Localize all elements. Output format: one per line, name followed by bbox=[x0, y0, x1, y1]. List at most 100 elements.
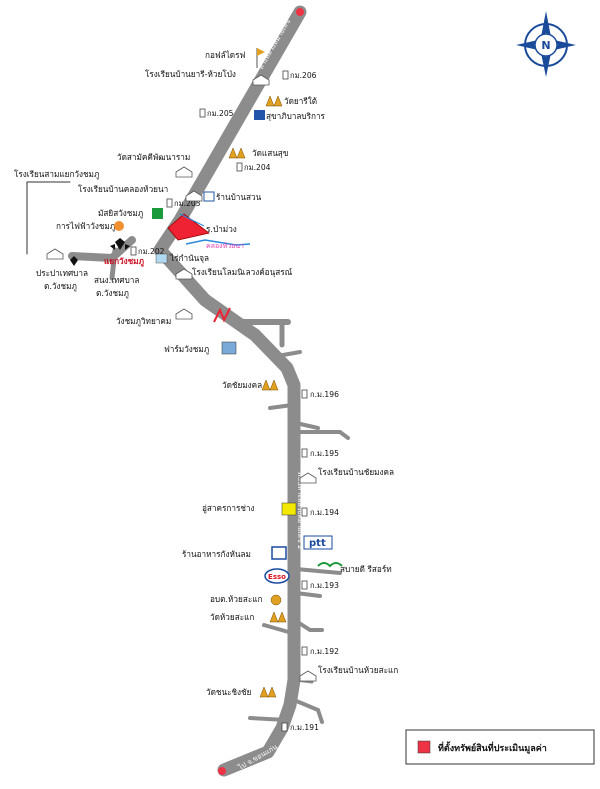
compass-letter: N bbox=[541, 39, 550, 52]
label-pracha: ประปาเทศบาล bbox=[36, 268, 88, 278]
km-post-icon bbox=[301, 580, 308, 590]
ptt-logo-icon: ptt bbox=[303, 535, 333, 550]
obt-emblem-icon bbox=[270, 594, 282, 606]
label-wat-yari: วัดยารีใต้ bbox=[284, 96, 317, 106]
municipal-emblem-icon bbox=[110, 238, 130, 250]
label-municipal2: ต.วังชมภู bbox=[96, 288, 129, 299]
highway-end-bottom bbox=[218, 767, 226, 775]
label-km202: กม.202 bbox=[138, 247, 165, 256]
km-post-icon bbox=[301, 448, 308, 458]
label-wittaya: วังชมภูวิทยาคม bbox=[116, 316, 171, 327]
km-post-icons bbox=[130, 70, 308, 732]
label-farm: ฟาร์มวังชมภู bbox=[164, 344, 209, 355]
pracha-emblem-icon bbox=[70, 256, 78, 266]
temple-icon bbox=[259, 686, 277, 698]
km-post-icon bbox=[282, 70, 289, 80]
temple-icon bbox=[228, 147, 246, 159]
legend-box bbox=[405, 729, 595, 765]
main-highway bbox=[153, 5, 307, 777]
railway-crossing-icon bbox=[213, 307, 231, 323]
label-school-khlong: โรงเรียนบ้านคลองห้วยนา bbox=[78, 184, 168, 194]
garage-icon bbox=[281, 502, 297, 516]
school-icon bbox=[175, 268, 193, 280]
label-golf: กอฟล์ไดรฟ bbox=[205, 50, 246, 60]
road-label-middle: ถนนทางหลวงหมายเลข 2 bbox=[296, 472, 304, 549]
legend: ที่ตั้งทรัพย์สินที่ประเมินมูลค่า bbox=[405, 729, 595, 765]
label-wat-huai: วัดห้วยสะแก bbox=[210, 612, 254, 622]
mosque-icon bbox=[152, 208, 163, 219]
sukhaphiban-icon bbox=[254, 110, 265, 120]
label-mosque: มัสยิสวังชมภู bbox=[98, 208, 143, 219]
label-junction: แยกวังชมภู bbox=[104, 256, 145, 267]
label-km194: ก.ม.194 bbox=[310, 508, 339, 517]
label-rai: ไร่กำนันจุล bbox=[169, 253, 209, 263]
km-post-icon bbox=[166, 198, 173, 208]
ptt-label: ptt bbox=[309, 538, 326, 549]
esso-label: Esso bbox=[268, 573, 286, 581]
km-post-icon bbox=[199, 108, 206, 118]
temple-icons bbox=[228, 95, 287, 698]
side-road-e4 bbox=[294, 430, 350, 440]
subject-site-marker bbox=[167, 213, 210, 241]
sabai-resort-icon bbox=[317, 562, 343, 568]
label-school-lom: โรงเรียนโลมนิเลวงค์อนุสรณ์ bbox=[192, 267, 293, 277]
label-obt: อบต.ห้วยสะแก bbox=[210, 594, 262, 604]
label-km204: กม.204 bbox=[244, 163, 271, 172]
temple-icon bbox=[261, 379, 279, 391]
label-km196: ก.ม.196 bbox=[310, 390, 339, 399]
pea-icon bbox=[114, 221, 124, 231]
label-km206: กม.206 bbox=[290, 71, 317, 80]
label-sabai: สบายดี รีสอร์ท bbox=[340, 564, 392, 574]
side-road-w-wat-huai bbox=[294, 619, 324, 632]
km-post-icon bbox=[130, 246, 137, 256]
label-km205: กม.205 bbox=[207, 109, 234, 118]
label-sukhaphiban: สุขาภิบาลบริการ bbox=[266, 111, 326, 121]
ban-suan-icon bbox=[203, 191, 215, 202]
label-school-yari: โรงเรียนบ้านยารี-ห้วยโป่ง bbox=[145, 69, 236, 79]
school-icon bbox=[252, 74, 270, 86]
label-pracha2: ต.วังชมภู bbox=[44, 281, 77, 292]
side-road-municipal bbox=[109, 247, 118, 281]
label-school-saman: โรงเรียนสามแยกวังชมภู bbox=[14, 169, 99, 180]
side-road-e-sabai bbox=[294, 567, 342, 575]
pond-line bbox=[179, 213, 205, 227]
school-icon bbox=[46, 248, 64, 260]
label-km191: ก.ม.191 bbox=[290, 723, 319, 732]
label-wat-chai: วัดชัยมงคล bbox=[222, 380, 262, 390]
label-km193: ก.ม.193 bbox=[310, 581, 339, 590]
km-post-icon bbox=[301, 507, 308, 517]
canal-label: คลองห้วยนา bbox=[206, 242, 244, 250]
school-icon bbox=[299, 670, 317, 682]
temple-icon bbox=[269, 611, 287, 623]
pond-label: ร.ป่าม่วง bbox=[206, 224, 237, 234]
school-icon bbox=[175, 308, 193, 320]
side-roads bbox=[26, 181, 350, 724]
label-km203: กม.203 bbox=[174, 199, 201, 208]
label-restaurant: ร้านอาหารกังหันลม bbox=[182, 549, 251, 559]
school-icon bbox=[185, 190, 203, 202]
km-post-icon bbox=[301, 646, 308, 656]
north-compass-icon: N bbox=[516, 11, 576, 77]
label-school-chai: โรงเรียนบ้านชัยมงคล bbox=[318, 467, 394, 477]
label-school-huai: โรงเรียนบ้านห้วยสะแก bbox=[318, 665, 398, 675]
label-ban-suan: ร้านบ้านสวน bbox=[216, 192, 262, 202]
label-municipal: สนง.เทศบาล bbox=[94, 275, 139, 285]
farm-icon bbox=[221, 341, 237, 355]
highway-end-top bbox=[296, 8, 304, 16]
label-wat-saensuk: วัดแสนสุข bbox=[252, 148, 288, 158]
label-km192: ก.ม.192 bbox=[310, 647, 339, 656]
school-icons bbox=[46, 74, 317, 682]
label-km195: ก.ม.195 bbox=[310, 449, 339, 458]
legend-swatch bbox=[417, 740, 431, 754]
temple-icon bbox=[265, 95, 283, 107]
legend-label: ที่ตั้งทรัพย์สินที่ประเมินมูลค่า bbox=[438, 741, 547, 754]
side-road-e2 bbox=[281, 350, 302, 357]
km-post-icon bbox=[281, 722, 288, 732]
label-garage: อู่สาครการช่าง bbox=[202, 503, 255, 514]
canal-line bbox=[185, 239, 251, 246]
label-wat-samakkhi: วัดสามัคคีพัฒนาราม bbox=[117, 152, 190, 162]
km-post-icon bbox=[301, 389, 308, 399]
side-road-e8 bbox=[292, 698, 324, 724]
